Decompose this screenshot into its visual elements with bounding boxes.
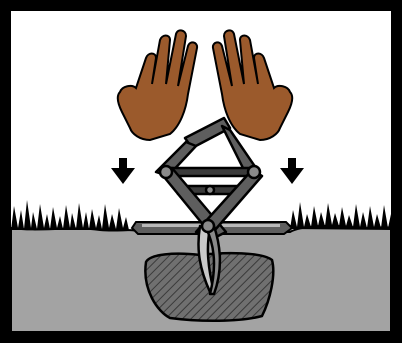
illustration-frame	[0, 0, 402, 343]
planting-tool-illustration	[0, 0, 402, 343]
